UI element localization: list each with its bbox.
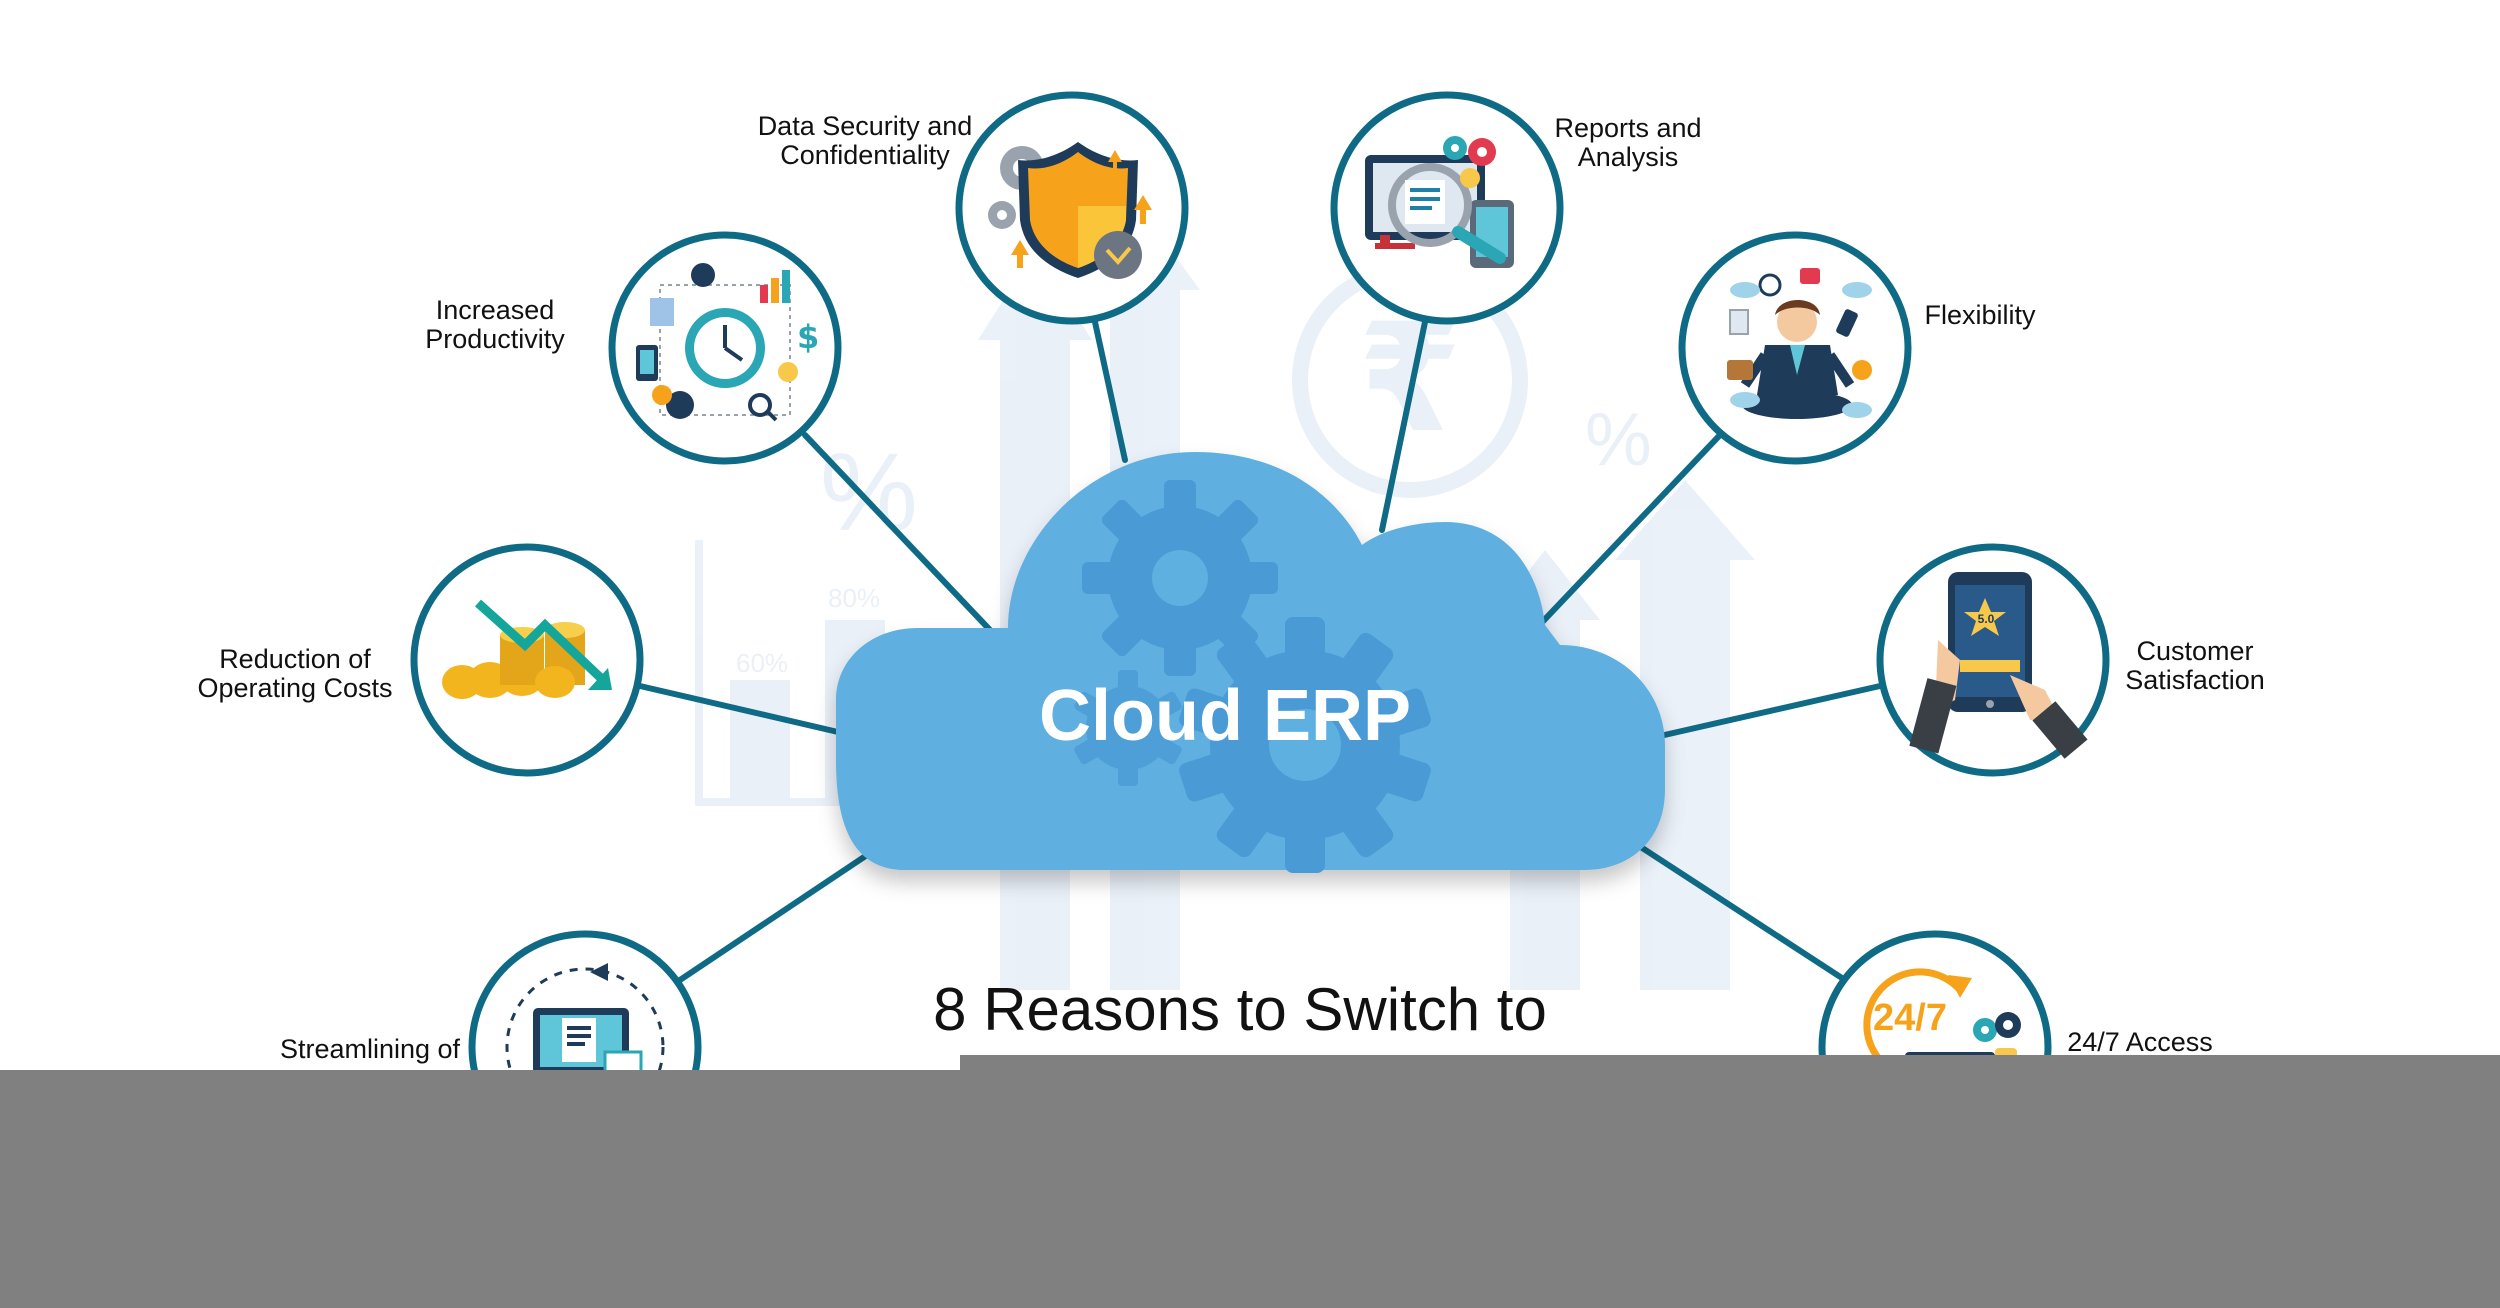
connector-customer-satisfaction — [1657, 683, 1883, 739]
bg-axis — [695, 540, 703, 805]
label-line: Streamlining of — [279, 1034, 461, 1064]
label-operating-costs: Reduction of Operating Costs — [190, 645, 400, 703]
overlay-bar — [0, 1070, 2500, 1308]
overlay-bar-top — [960, 1055, 2500, 1071]
meditating-businessman-icon — [1727, 268, 1872, 419]
bg-percent-80: 80% — [828, 583, 880, 613]
bg-percent: % — [1585, 397, 1652, 481]
label-reports: Reports and Analysis — [1528, 114, 1728, 172]
center-label: Cloud ERP — [1039, 676, 1411, 756]
label-line: Analysis — [1577, 142, 1679, 172]
connector-24-7 — [1627, 837, 1848, 983]
label-streamlining: Streamlining of — [270, 1035, 470, 1064]
connector-streamlining — [677, 842, 885, 983]
label-line: Reports and — [1554, 113, 1702, 143]
label-line: Confidentiality — [780, 140, 950, 170]
clock-icon: $ — [636, 263, 819, 422]
coins-down-arrow-icon — [442, 599, 612, 699]
label-line: Flexibility — [1924, 300, 2036, 330]
monitor-magnifier-icon — [1365, 136, 1514, 268]
connector-flexibility — [1527, 432, 1723, 638]
shield-icon — [988, 142, 1152, 279]
label-customer-satisfaction: Customer Satisfaction — [2115, 637, 2275, 695]
label-productivity: Increased Productivity — [405, 296, 585, 354]
documents-monitor-icon — [505, 963, 665, 1127]
bg-arrow-up-icon — [1615, 480, 1755, 990]
connector-operating-costs — [637, 683, 841, 735]
label-line: Customer — [2136, 636, 2254, 666]
rating-value: 5.0 — [1978, 612, 1995, 626]
bg-bar — [730, 680, 790, 800]
label-line: Increased — [435, 295, 555, 325]
label-line: Reduction of — [219, 644, 371, 674]
cloud-gears — [1074, 480, 1431, 873]
connector-productivity — [802, 432, 993, 633]
connectors — [637, 319, 1883, 983]
svg-text:$: $ — [797, 318, 819, 356]
label-data-security: Data Security and Confidentiality — [735, 112, 995, 170]
label-flexibility: Flexibility — [1905, 301, 2055, 330]
label-line: Data Security and — [757, 111, 973, 141]
diagram-title: 8 Reasons to Switch to — [933, 976, 1547, 1043]
access-hours: 24/7 — [1873, 997, 1947, 1039]
label-line: Operating Costs — [197, 673, 393, 703]
connector-reports — [1379, 319, 1428, 533]
tablet-rating-icon: 5.0 — [1909, 572, 2088, 759]
connector-data-security — [1092, 319, 1128, 463]
label-line: Productivity — [425, 324, 565, 354]
label-line: Satisfaction — [2125, 665, 2265, 695]
label-line: 24/7 Access — [2067, 1027, 2213, 1057]
label-24-7: 24/7 Access — [2060, 1028, 2220, 1057]
bg-percent-60: 60% — [736, 648, 788, 678]
